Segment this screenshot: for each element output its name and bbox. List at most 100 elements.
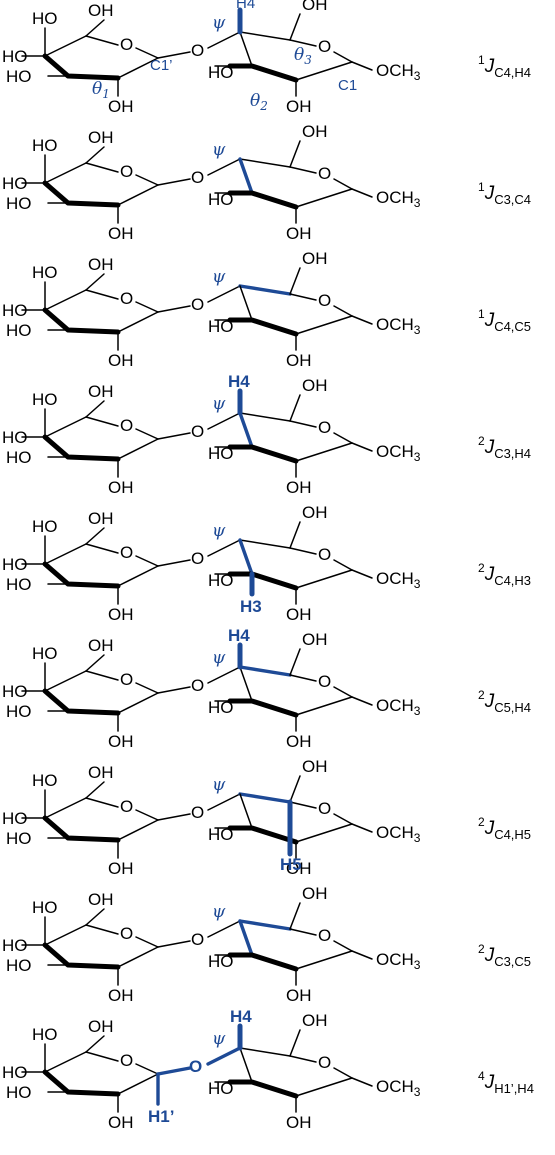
c3-c4-bond	[239, 285, 253, 321]
c4-c5-bond	[239, 412, 291, 422]
glycosidic-oxygen-label: O	[191, 168, 204, 187]
c6-bond	[85, 654, 105, 672]
c1-label: C1	[338, 77, 357, 94]
c4-c5-bond	[44, 797, 87, 819]
c4-c5-bond	[239, 539, 291, 549]
c2-c1-bond	[295, 696, 353, 716]
ring-oxygen-label: O	[318, 37, 331, 56]
c3-c4-bond	[238, 538, 254, 576]
c3-c4-bond	[239, 31, 253, 67]
coupling-label: 1JC4,C5	[478, 307, 531, 334]
c1-och3-bond	[351, 950, 373, 960]
coupling-label: 1JC4,H4	[478, 53, 531, 80]
ho-label: HO	[208, 1079, 234, 1098]
ho-label: HO	[208, 444, 234, 463]
glycosidic-oxygen-label: O	[191, 803, 204, 822]
ring-oxygen-label: O	[120, 924, 133, 943]
o5-c1-bond	[333, 940, 353, 952]
o5-c1-bond	[135, 555, 159, 567]
ho-label: HO	[208, 571, 234, 590]
c2-c1-bond	[117, 438, 159, 460]
oh-label: OH	[108, 986, 134, 1005]
o5-c1-bond	[333, 432, 353, 444]
ring-front-bond	[227, 571, 299, 591]
h4-label: H4	[228, 626, 250, 645]
ring-oxygen-label: O	[318, 418, 331, 437]
psi-label: ψ	[212, 394, 226, 414]
oh-label: OH	[286, 478, 312, 497]
o5-c1-bond	[333, 1067, 353, 1079]
o5-c1-bond	[333, 559, 353, 571]
c6-bond	[289, 902, 301, 930]
c6-bond	[289, 775, 301, 803]
ho-label: HO	[6, 448, 32, 467]
oh-label: OH	[286, 97, 312, 116]
c3-c4-bond	[239, 793, 253, 829]
c2-c1-bond	[117, 184, 159, 206]
och3-label: OCH3	[376, 950, 421, 972]
ho-label: HO	[32, 517, 58, 536]
c5-o5-bond	[85, 416, 119, 427]
ho-label: HO	[6, 67, 32, 86]
c5-o5-bond	[85, 670, 119, 681]
ring-oxygen-label: O	[120, 35, 133, 54]
h5-label: H5	[280, 855, 302, 874]
c5-o5-bond	[289, 39, 317, 47]
c1-och3-bond	[351, 823, 373, 833]
oh-label: OH	[302, 122, 328, 141]
c2-c1-bond	[117, 565, 159, 587]
c2-c1-bond	[295, 442, 353, 462]
ho-label: HO	[208, 952, 234, 971]
o5-c1-bond	[135, 47, 159, 59]
c6-bond	[85, 1035, 105, 1053]
ho-label: HO	[32, 898, 58, 917]
oh-label: OH	[286, 1113, 312, 1132]
o4-c4-bond	[207, 539, 241, 557]
ring-oxygen-label: O	[318, 1053, 331, 1072]
c4-c5-bond	[44, 416, 87, 438]
glycosidic-oxygen-label: O	[191, 422, 204, 441]
ring-oxygen-label: O	[120, 416, 133, 435]
c2-c1-bond	[117, 819, 159, 841]
oh-label: OH	[302, 1011, 328, 1030]
c5-o5-bond	[85, 162, 119, 173]
oh-label: OH	[302, 503, 328, 522]
o4-c4-bond	[207, 158, 241, 176]
glycosidic-bond	[157, 178, 191, 186]
theta2-label: θ2	[250, 91, 268, 113]
oh-label: OH	[88, 255, 114, 274]
ring-front-bond	[227, 444, 299, 464]
c6-bond	[289, 140, 301, 168]
oh-label: OH	[88, 763, 114, 782]
c6-bond	[85, 273, 105, 291]
ring-oxygen-label: O	[120, 289, 133, 308]
c1-och3-bond	[351, 315, 373, 325]
psi-label: ψ	[212, 140, 226, 160]
o5-c1-bond	[333, 813, 353, 825]
c6-bond	[85, 781, 105, 799]
c2-c1-bond	[295, 569, 353, 589]
oh-label: OH	[108, 732, 134, 751]
psi-label: ψ	[212, 267, 226, 287]
o5-c1-bond	[135, 809, 159, 821]
h3-label: H3	[240, 597, 262, 616]
c5-o5-bond	[85, 289, 119, 300]
glycosidic-oxygen-label: O	[191, 41, 204, 60]
ring-oxygen-label: O	[318, 799, 331, 818]
oh-label: OH	[88, 509, 114, 528]
ho-label: HO	[6, 702, 32, 721]
ring-front-bond	[42, 307, 121, 335]
ho-label: HO	[32, 9, 58, 28]
ho-label: HO	[208, 698, 234, 717]
c5-o5-bond	[289, 674, 317, 682]
ho-label: HO	[2, 682, 28, 701]
oh-label: OH	[302, 630, 328, 649]
c2-c1-bond	[117, 1073, 159, 1095]
och3-label: OCH3	[376, 569, 421, 591]
h4-label: H4	[236, 0, 255, 12]
o5-c1-bond	[135, 301, 159, 313]
och3-label: OCH3	[376, 315, 421, 337]
